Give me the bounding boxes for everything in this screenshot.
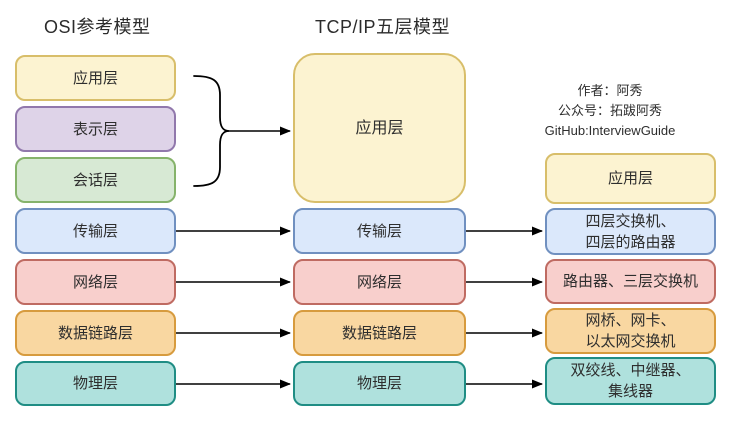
- credits-block: 作者：阿秀 公众号：拓跋阿秀 GitHub:InterviewGuide: [518, 81, 702, 141]
- osi-layer-session: 会话层: [15, 157, 176, 203]
- credits-author: 作者：阿秀: [577, 83, 643, 98]
- tcpip-layer-network: 网络层: [293, 259, 466, 305]
- tcpip-layer-application: 应用层: [293, 53, 466, 203]
- osi-layer-application: 应用层: [15, 55, 176, 101]
- osi-column-title: OSI参考模型: [44, 17, 151, 37]
- devices-physical: 双绞线、中继器、 集线器: [545, 357, 716, 405]
- devices-application: 应用层: [545, 153, 716, 204]
- osi-layer-presentation: 表示层: [15, 106, 176, 152]
- osi-layer-physical: 物理层: [15, 361, 176, 406]
- devices-datalink: 网桥、网卡、 以太网交换机: [545, 308, 716, 354]
- tcpip-layer-physical: 物理层: [293, 361, 466, 406]
- tcpip-layer-datalink: 数据链路层: [293, 310, 466, 356]
- osi-layer-network: 网络层: [15, 259, 176, 305]
- devices-transport: 四层交换机、 四层的路由器: [545, 208, 716, 255]
- tcpip-layer-transport: 传输层: [293, 208, 466, 254]
- credits-wechat: 公众号：拓跋阿秀: [557, 103, 662, 118]
- tcpip-column-title: TCP/IP五层模型: [315, 17, 451, 37]
- devices-network: 路由器、三层交换机: [545, 259, 716, 304]
- osi-layer-datalink: 数据链路层: [15, 310, 176, 356]
- brace-upper-layers: [193, 75, 230, 187]
- osi-layer-transport: 传输层: [15, 208, 176, 254]
- credits-github: GitHub:InterviewGuide: [544, 123, 676, 138]
